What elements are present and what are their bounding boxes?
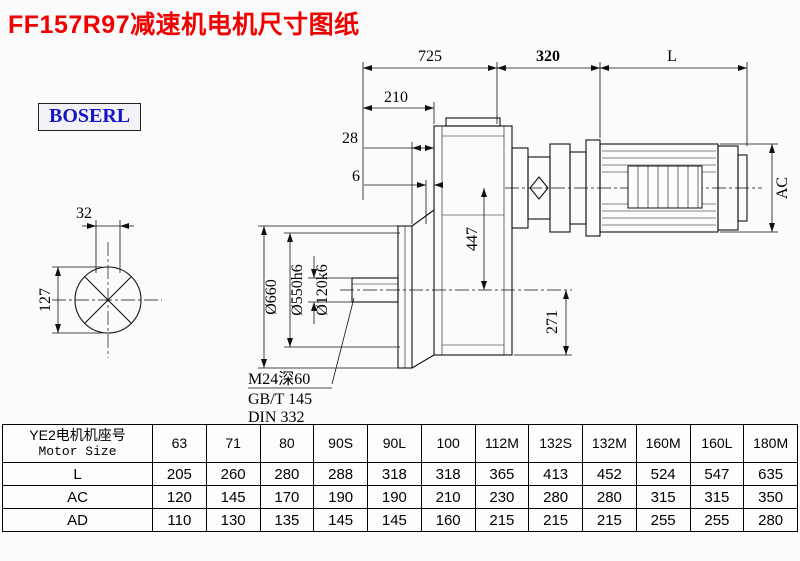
dim-label-L: L: [667, 48, 677, 65]
row-label: L: [2, 462, 153, 486]
cell: 130: [205, 508, 261, 532]
shaft-end-view: [74, 266, 142, 334]
size-column: 132S: [528, 424, 583, 463]
cell: 315: [635, 485, 691, 509]
motor: [585, 139, 748, 237]
size-column: 180M: [743, 424, 798, 463]
cell: 524: [635, 462, 691, 486]
row-label: AD: [2, 508, 153, 532]
cell: 170: [259, 485, 315, 509]
size-column: 80: [259, 424, 315, 463]
gearbox-side-view: [351, 117, 513, 369]
size-column: 71: [205, 424, 261, 463]
dimension-diameters: [258, 225, 400, 369]
cell: 288: [313, 462, 368, 486]
cell: 145: [367, 508, 422, 532]
dimension-447-271: [481, 188, 572, 356]
dim-label-AC: AC: [774, 177, 791, 199]
cell: 205: [152, 462, 207, 486]
cell: 120: [152, 485, 207, 509]
dimension-top: [362, 62, 748, 200]
cell: 255: [635, 508, 691, 532]
brand-logo: BOSERL: [38, 103, 142, 131]
size-column: 112M: [474, 424, 530, 463]
cell: 280: [582, 485, 637, 509]
cell: 255: [689, 508, 745, 532]
dim-label-flange-od: Ø660: [263, 279, 280, 315]
dim-label-320: 320: [536, 48, 560, 65]
cell: 260: [205, 462, 261, 486]
table-row-header: YE2电机机座号 Motor Size 63 71 80 90S 90L 100…: [2, 424, 798, 463]
dimension-AC: [720, 143, 778, 233]
cell: 315: [689, 485, 745, 509]
cell: 280: [528, 485, 583, 509]
cell: 230: [474, 485, 530, 509]
dim-label-271: 271: [544, 310, 561, 334]
header-motor-size-cn: YE2电机机座号: [29, 427, 126, 444]
size-column: 90L: [367, 424, 422, 463]
cell: 145: [313, 508, 368, 532]
table-row-AC: AC 120 145 170 190 190 210 230 280 280 3…: [2, 485, 798, 509]
centerlines: [52, 187, 762, 358]
row-label: AC: [2, 485, 153, 509]
cell: 145: [205, 485, 261, 509]
dim-label-447: 447: [464, 227, 481, 251]
cell: 160: [420, 508, 476, 532]
cell: 280: [259, 462, 315, 486]
coupling-diamond: [529, 176, 549, 200]
spec-table: YE2电机机座号 Motor Size 63 71 80 90S 90L 100…: [2, 424, 798, 532]
dimension-210-28-6: [363, 102, 443, 224]
cell: 210: [420, 485, 476, 509]
size-column: 132M: [582, 424, 637, 463]
dim-label-shaft-dia: Ø120k6: [314, 264, 331, 316]
cell: 318: [367, 462, 422, 486]
size-column: 63: [152, 424, 207, 463]
dim-label-32: 32: [76, 205, 92, 222]
table-row-L: L 205 260 280 288 318 318 365 413 452 52…: [2, 462, 798, 486]
table-row-AD: AD 110 130 135 145 145 160 215 215 215 2…: [2, 508, 798, 532]
size-column: 90S: [313, 424, 368, 463]
cell: 318: [420, 462, 476, 486]
page-title: FF157R97减速机电机尺寸图纸: [8, 11, 360, 39]
cell: 413: [528, 462, 583, 486]
dimension-32-127: [52, 220, 134, 334]
header-motor-size-en: Motor Size: [38, 444, 117, 460]
output-shaft: [351, 277, 399, 303]
dim-label-127: 127: [37, 288, 54, 312]
cell: 190: [367, 485, 422, 509]
cell: 215: [528, 508, 583, 532]
dim-label-210: 210: [384, 89, 408, 106]
header-motor-size: YE2电机机座号 Motor Size: [2, 424, 153, 463]
dim-label-725: 725: [418, 48, 442, 65]
cell: 215: [474, 508, 530, 532]
note-m24: M24深60: [248, 370, 310, 388]
cell: 215: [582, 508, 637, 532]
dim-label-28: 28: [342, 130, 358, 147]
note-gbt145: GB/T 145: [248, 391, 312, 408]
tap-note-leader: [248, 297, 355, 389]
motor-frame-center: [627, 165, 703, 209]
cell: 452: [582, 462, 637, 486]
cell: 190: [313, 485, 368, 509]
cell: 110: [152, 508, 207, 532]
cell: 350: [743, 485, 798, 509]
size-column: 160M: [635, 424, 691, 463]
size-column: 100: [420, 424, 476, 463]
cell: 365: [474, 462, 530, 486]
cell: 280: [743, 508, 798, 532]
technical-drawing: 725 320 L 210 28 6 Ø660 Ø550h6 Ø120k6 44…: [37, 48, 791, 425]
dim-label-spigot-dia: Ø550h6: [289, 264, 306, 316]
cell: 547: [689, 462, 745, 486]
cell: 635: [743, 462, 798, 486]
size-column: 160L: [689, 424, 745, 463]
cell: 135: [259, 508, 315, 532]
note-din332: DIN 332: [248, 409, 304, 425]
dim-label-6: 6: [352, 168, 360, 185]
